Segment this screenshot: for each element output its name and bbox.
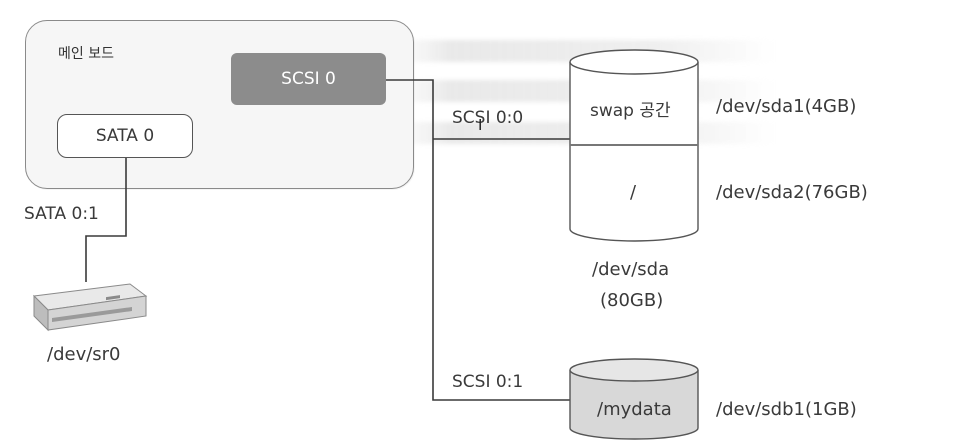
optical-drive-label: /dev/sr0 (47, 344, 121, 365)
sata-connection-line (85, 158, 127, 282)
disk-sda-size-label: (80GB) (600, 290, 664, 311)
disk-sdb-mount-label: /mydata (597, 399, 672, 420)
scsi-controller-label: SCSI 0 (281, 69, 336, 89)
sata-controller-label: SATA 0 (95, 126, 155, 146)
disk-sdb-name-label: /dev/sdb1(1GB) (716, 399, 857, 420)
partition-mount-swap: swap 공간 (590, 101, 671, 121)
partition-name-sda1: /dev/sda1(4GB) (716, 96, 857, 117)
partition-name-sda2: /dev/sda2(76GB) (716, 182, 868, 203)
optical-drive-icon (32, 283, 148, 332)
disk-sdb-cylinder (569, 358, 699, 440)
sata-port-label: SATA 0:1 (24, 204, 99, 224)
scsi-bus-line (386, 79, 570, 401)
disk-sda-device-label: /dev/sda (592, 259, 670, 280)
sata-controller-box: SATA 0 (57, 114, 193, 158)
scsi-port0-label: SCSI 0:0 (452, 108, 524, 128)
scsi-controller-box: SCSI 0 (231, 53, 386, 105)
partition-mount-root: / (630, 182, 637, 203)
disk-sda-cylinder (569, 49, 699, 242)
text-cursor-icon: I (478, 116, 483, 134)
mainboard-label: 메인 보드 (58, 46, 114, 62)
scsi-port1-label: SCSI 0:1 (452, 372, 524, 392)
